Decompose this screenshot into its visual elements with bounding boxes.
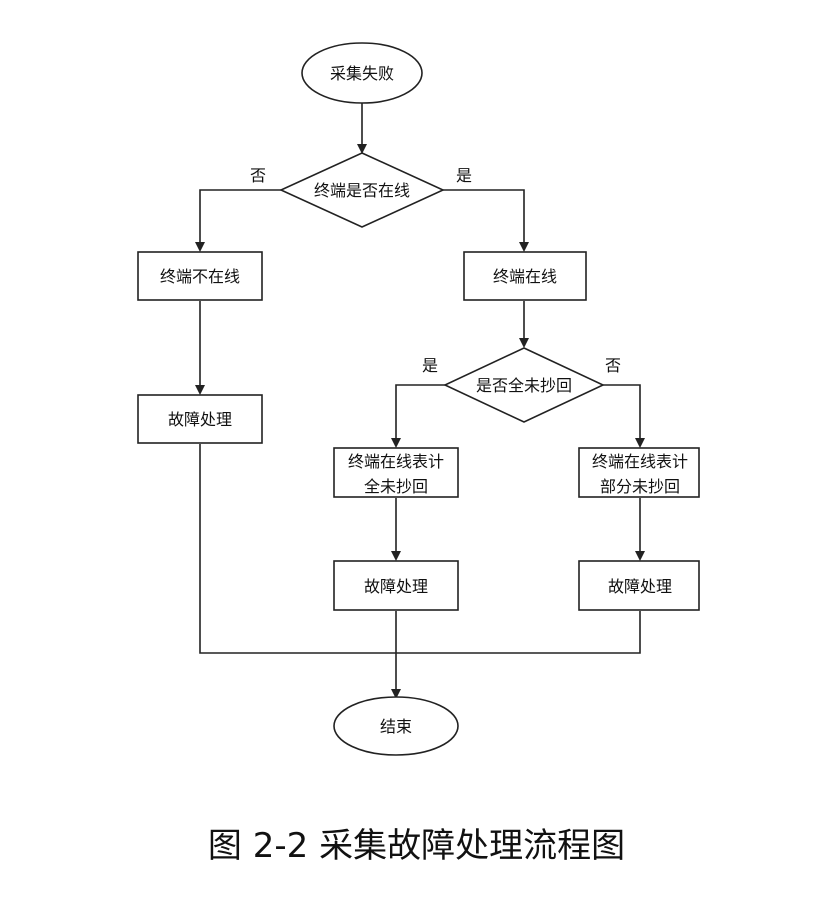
- online-label: 终端在线: [493, 267, 557, 286]
- edge-label-all-no: 否: [605, 356, 621, 375]
- figure-caption: 图 2-2 采集故障处理流程图: [207, 826, 626, 866]
- end-node: 结束: [333, 696, 459, 756]
- all-missing-label-line1: 终端在线表计: [348, 452, 444, 471]
- edge-label-online-no: 否: [250, 166, 266, 185]
- decision-online-label: 终端是否在线: [314, 181, 410, 200]
- fault-left-label: 故障处理: [168, 410, 232, 429]
- edge-label-online-yes: 是: [456, 166, 472, 185]
- fault-mid-label: 故障处理: [364, 577, 428, 596]
- edge-decision-to-partial-missing: [603, 384, 645, 448]
- partial-missing-label-line1: 终端在线表计: [592, 452, 688, 471]
- fault-mid-node: 故障处理: [333, 560, 459, 611]
- decision-all-node: 是否全未抄回: [443, 347, 605, 423]
- all-missing-label-line2: 全未抄回: [364, 477, 428, 496]
- end-label: 结束: [380, 717, 412, 736]
- all-missing-node: 终端在线表计 全未抄回: [333, 447, 459, 498]
- edge-decision-to-online: [443, 189, 529, 252]
- offline-node: 终端不在线: [137, 251, 263, 301]
- start-label: 采集失败: [330, 64, 394, 83]
- partial-missing-node: 终端在线表计 部分未抄回: [578, 447, 700, 498]
- edge-label-all-yes: 是: [422, 356, 438, 375]
- fault-right-node: 故障处理: [578, 560, 700, 611]
- decision-online-node: 终端是否在线: [279, 152, 445, 228]
- fault-left-node: 故障处理: [137, 394, 263, 444]
- offline-label: 终端不在线: [160, 267, 240, 286]
- edge-decision-to-all-missing: [391, 384, 445, 448]
- start-node: 采集失败: [301, 42, 423, 104]
- partial-missing-label-line2: 部分未抄回: [600, 477, 680, 496]
- edge-decision-to-offline: [195, 189, 281, 252]
- online-node: 终端在线: [463, 251, 587, 301]
- decision-all-label: 是否全未抄回: [476, 376, 572, 395]
- fault-right-label: 故障处理: [608, 577, 672, 596]
- edge-fault-left-to-merge: [199, 444, 641, 654]
